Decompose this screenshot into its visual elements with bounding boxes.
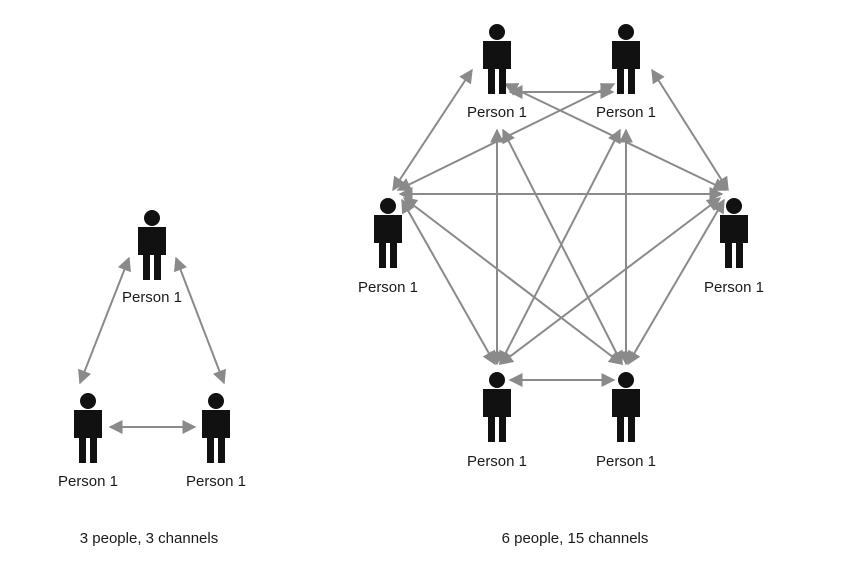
person-label: Person 1	[467, 104, 527, 121]
large-team-diagram: Person 1 Person 1 Person 1 Person 1 Person 1…	[358, 24, 764, 547]
small-team-caption: 3 people, 3 channels	[80, 530, 218, 547]
channel-arrow-1-4	[499, 128, 621, 366]
person-label: Person 1	[358, 279, 418, 296]
channel-arrow-3-5	[627, 198, 725, 366]
large-team-people: Person 1 Person 1 Person 1 Person 1 Person 1…	[358, 24, 764, 470]
channel-arrow-0-1	[78, 256, 131, 385]
small-team-channels	[78, 256, 227, 434]
person-label: Person 1	[122, 289, 182, 306]
person-label: Person 1	[186, 473, 246, 490]
large-team-channels	[392, 68, 729, 387]
person-icon	[720, 198, 748, 268]
small-team-people: Person 1 Person 1 Person 1	[58, 210, 246, 490]
person-1: Person 1	[58, 393, 118, 490]
channel-arrow-0-2	[173, 256, 227, 385]
channel-arrow-1-2	[396, 83, 616, 191]
person-icon	[74, 393, 102, 463]
person-2: Person 1	[358, 198, 418, 296]
person-icon	[612, 372, 640, 442]
small-team-diagram: Person 1 Person 1 Person 1 3 people, 3 cha…	[58, 210, 246, 547]
large-team-caption: 6 people, 15 channels	[502, 530, 649, 547]
person-icon	[202, 393, 230, 463]
person-label: Person 1	[58, 473, 118, 490]
person-icon	[483, 24, 511, 94]
channel-arrow-0-5	[502, 128, 623, 366]
person-icon	[374, 198, 402, 268]
channel-arrow-1-3	[651, 68, 729, 192]
person-label: Person 1	[704, 279, 764, 296]
person-label: Person 1	[596, 453, 656, 470]
person-2: Person 1	[186, 393, 246, 490]
person-3: Person 1	[704, 198, 764, 296]
person-icon	[138, 210, 166, 280]
person-1: Person 1	[596, 24, 656, 121]
person-label: Person 1	[596, 104, 656, 121]
person-5: Person 1	[596, 372, 656, 470]
person-icon	[483, 372, 511, 442]
person-icon	[612, 24, 640, 94]
person-label: Person 1	[467, 453, 527, 470]
person-0: Person 1	[467, 24, 527, 121]
person-0: Person 1	[122, 210, 182, 306]
person-4: Person 1	[467, 372, 527, 470]
